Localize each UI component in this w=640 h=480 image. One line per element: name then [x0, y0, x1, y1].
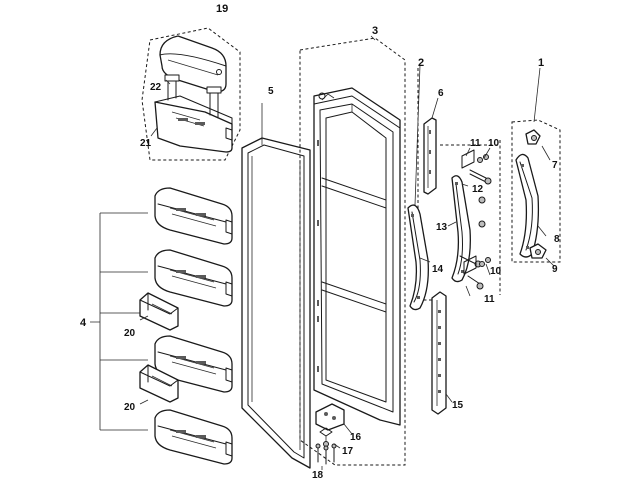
callout-18: 18 — [312, 470, 324, 480]
door-foam-assembly — [299, 35, 406, 466]
callout-17: 17 — [342, 446, 354, 457]
handle-end-cap-lower — [529, 243, 555, 267]
hardware-upper — [461, 149, 489, 169]
callout-20-lower: 20 — [124, 402, 136, 413]
leader-22 — [165, 79, 171, 85]
leaders-12-13-14 — [419, 183, 469, 263]
leader-2 — [414, 64, 421, 206]
leaders-16-17-18 — [321, 423, 353, 470]
door-bin-1 — [154, 187, 233, 245]
callout-16: 16 — [350, 432, 362, 443]
side-handle — [515, 153, 547, 258]
leader-20b — [139, 399, 149, 405]
callout-11-upper: 11 — [470, 138, 481, 149]
lower-hinge-assembly — [315, 403, 353, 470]
callout-labels: 19 22 21 3 2 1 5 6 11 10 7 12 13 8 10 14… — [80, 3, 560, 480]
leader-21 — [150, 127, 158, 137]
dairy-compartment-assembly — [141, 27, 241, 161]
callout-13: 13 — [436, 222, 448, 233]
door-bin-4 — [154, 409, 233, 465]
callout-4: 4 — [80, 317, 87, 329]
callout-2: 2 — [418, 57, 424, 69]
callout-1: 1 — [538, 57, 544, 69]
callout-15: 15 — [452, 400, 464, 411]
door-bin-group — [90, 187, 233, 465]
dairy-bin — [154, 74, 233, 153]
hinge-cover-strip — [423, 97, 439, 195]
callout-6: 6 — [438, 88, 444, 99]
lower-trim-strip — [431, 291, 453, 415]
callout-22: 22 — [150, 82, 162, 93]
callout-12: 12 — [472, 184, 484, 195]
callout-5: 5 — [268, 86, 274, 97]
callout-14: 14 — [432, 264, 444, 275]
callout-3: 3 — [372, 25, 378, 37]
small-bin-upper — [139, 292, 179, 331]
leader-15 — [445, 393, 453, 403]
leader-20a — [139, 315, 149, 321]
callout-10-lower: 10 — [490, 266, 502, 277]
handle-screws-upper — [469, 169, 492, 228]
callout-21: 21 — [140, 138, 152, 149]
callout-8: 8 — [554, 234, 560, 245]
handle-body — [407, 204, 429, 311]
callout-9: 9 — [552, 264, 558, 275]
callout-19: 19 — [216, 3, 228, 15]
handle-assembly — [407, 64, 501, 311]
leader-1 — [533, 67, 541, 123]
callout-20-upper: 20 — [124, 328, 136, 339]
callout-7: 7 — [552, 160, 558, 171]
callout-10-upper: 10 — [488, 138, 500, 149]
side-handle-assembly — [511, 67, 561, 267]
callout-11-lower: 11 — [484, 294, 495, 305]
small-bin-lower — [139, 364, 179, 403]
hardware-lower — [463, 255, 491, 275]
door-gasket — [241, 103, 311, 469]
handle-end-cap-upper — [525, 129, 551, 161]
leaders-10-11 — [465, 147, 491, 297]
handle-trim — [451, 175, 471, 283]
leader-6 — [431, 97, 439, 119]
leader-3 — [370, 35, 376, 41]
door-bin-2 — [154, 249, 233, 307]
